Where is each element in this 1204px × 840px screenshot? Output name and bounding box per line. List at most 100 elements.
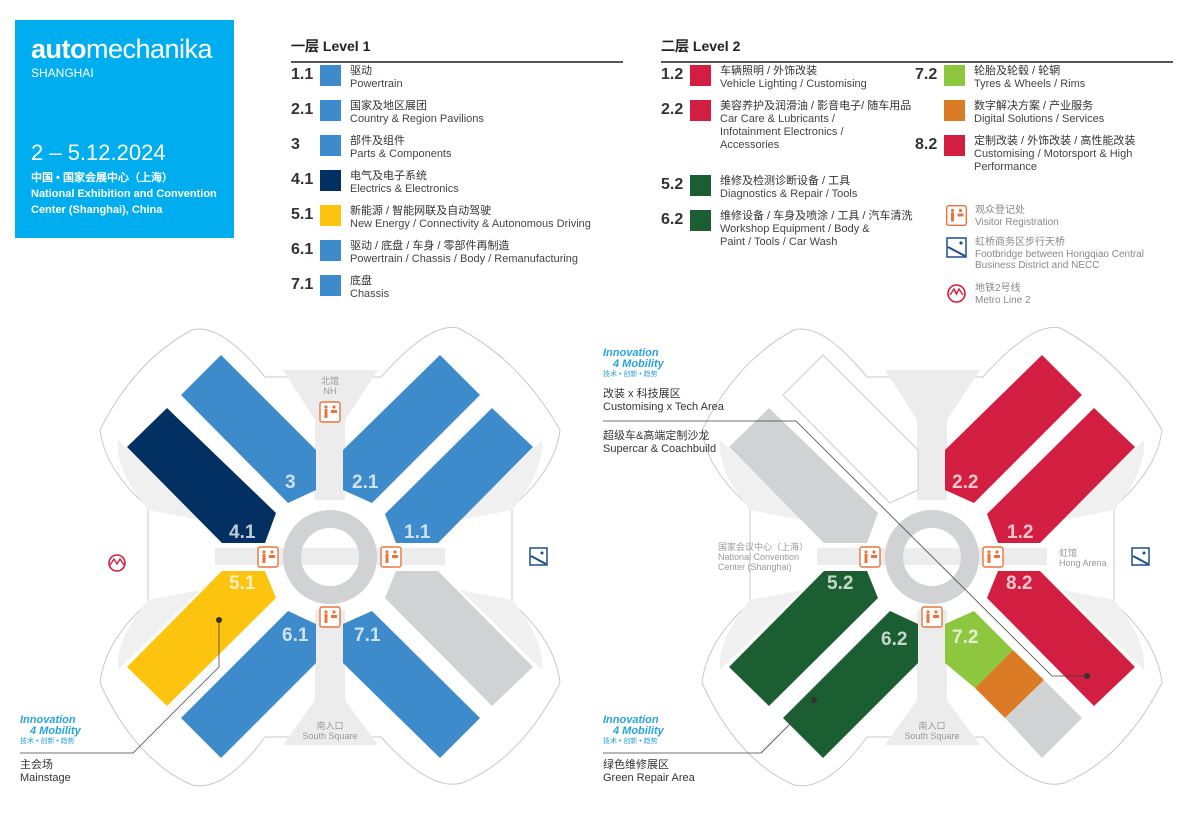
hall-label: 8.2 — [1006, 573, 1032, 594]
city: SHANGHAI — [31, 66, 94, 80]
event-brand-panel: automechanika SHANGHAI 2 – 5.12.2024 中国 … — [15, 20, 234, 238]
hall-7-2[interactable] — [945, 611, 1013, 688]
hall-code: 5.1 — [291, 206, 314, 223]
color-swatch — [320, 135, 341, 156]
level1-heading: 一层 Level 1 — [291, 36, 623, 63]
escalator-icon — [257, 546, 279, 568]
hall-code: 6.2 — [661, 211, 684, 228]
event-date: 2 – 5.12.2024 — [31, 140, 166, 165]
hall-label: 5.1 — [229, 573, 256, 594]
hall-2-2[interactable] — [945, 355, 1082, 503]
hall-1-2[interactable] — [987, 408, 1135, 543]
hall-label: 7.1 — [354, 625, 381, 646]
hall-4-1[interactable] — [127, 408, 276, 543]
hall-5-1[interactable] — [127, 571, 276, 706]
hall-code: 8.2 — [915, 136, 938, 153]
color-swatch — [320, 65, 341, 86]
venue-en-2: Center (Shanghai), China — [31, 204, 163, 216]
color-swatch — [320, 240, 341, 261]
hall-label: 6.2 — [881, 629, 907, 650]
hall-unassigned — [1005, 680, 1082, 758]
color-swatch — [320, 205, 341, 226]
color-swatch — [320, 170, 341, 191]
hall-code: 1.2 — [661, 66, 684, 83]
color-swatch — [690, 65, 711, 86]
color-swatch — [690, 100, 711, 121]
hall-8-2[interactable] — [987, 571, 1135, 706]
hall-code: 2.1 — [291, 101, 314, 118]
hall-6-1[interactable] — [181, 611, 316, 758]
metro-icon — [947, 284, 966, 303]
footbridge-icon — [946, 237, 967, 258]
color-swatch — [944, 65, 965, 86]
escalator-icon — [946, 205, 967, 226]
escalator-icon — [380, 546, 402, 568]
level1-map: 3 4.1 2.1 1.1 5.1 6.1 7.1 — [20, 327, 560, 785]
hall-5-2[interactable] — [729, 571, 878, 706]
hall-code: 5.2 — [661, 176, 684, 193]
hall-label: 4.1 — [229, 522, 256, 543]
hall-6-2[interactable] — [783, 611, 918, 758]
hall-2-1[interactable] — [343, 355, 480, 503]
footbridge-icon — [1131, 547, 1150, 566]
hall-label: 5.2 — [827, 573, 853, 594]
escalator-icon — [859, 546, 881, 568]
metro-icon — [108, 554, 126, 572]
hall-label: 2.1 — [352, 472, 379, 493]
digital-solutions-area[interactable] — [975, 650, 1044, 718]
color-swatch — [320, 275, 341, 296]
hall-1-1[interactable] — [385, 408, 533, 543]
venue-en-1: National Exhibition and Convention — [31, 188, 217, 200]
hall-label: 7.2 — [952, 627, 978, 648]
hall-code: 4.1 — [291, 171, 314, 188]
hall-code: 7.2 — [915, 66, 938, 83]
hall-label: 1.2 — [1007, 522, 1033, 543]
color-swatch — [690, 210, 711, 231]
hall-7-1[interactable] — [343, 611, 480, 758]
escalator-icon — [319, 606, 341, 628]
customising-tech-area[interactable] — [782, 354, 919, 504]
supercar-coachbuild-area[interactable] — [729, 408, 878, 543]
color-swatch — [944, 135, 965, 156]
level2-heading: 二层 Level 2 — [661, 36, 1173, 63]
hall-code: 1.1 — [291, 66, 314, 83]
color-swatch — [944, 100, 965, 121]
color-swatch — [320, 100, 341, 121]
footbridge-icon — [529, 547, 548, 566]
hall-3[interactable] — [181, 355, 316, 503]
escalator-icon — [319, 401, 341, 423]
hall-code: 7.1 — [291, 276, 314, 293]
